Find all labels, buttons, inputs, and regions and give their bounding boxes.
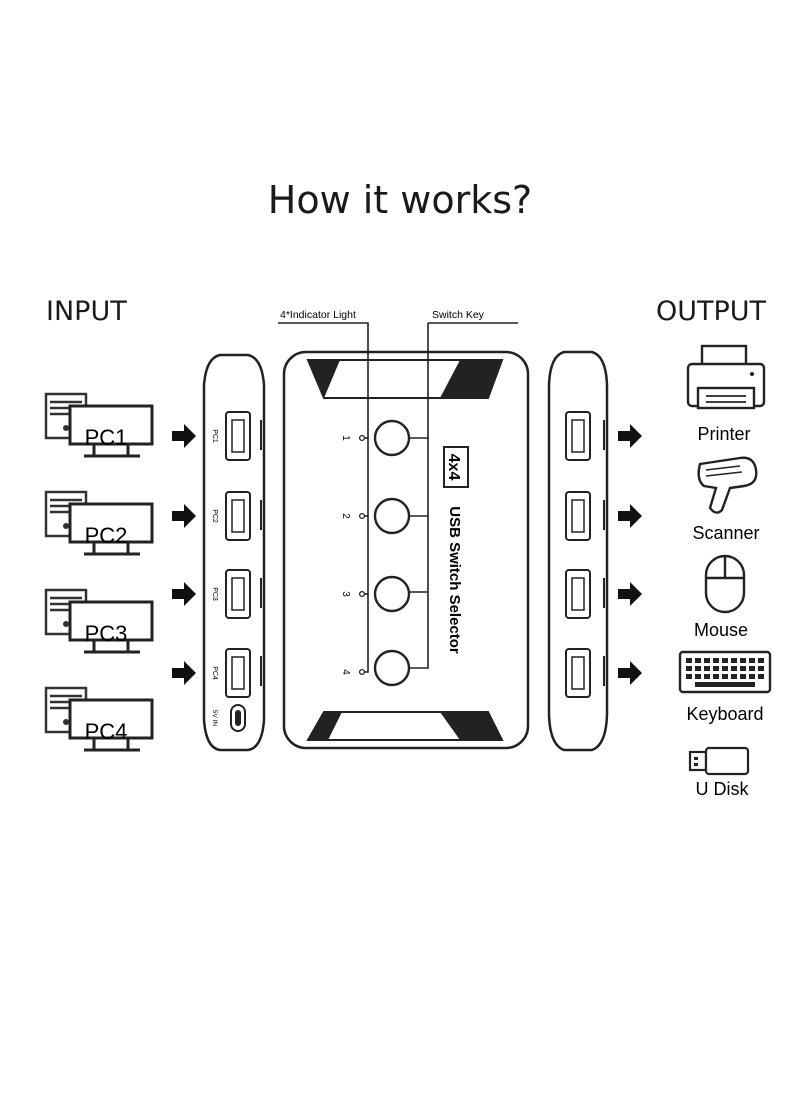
switch-key (373, 649, 411, 687)
arrow-right-icon (618, 424, 642, 448)
power-port (230, 704, 246, 732)
usb-port-out-1 (565, 411, 591, 461)
switch-key-callout: Switch Key (432, 309, 485, 321)
output-label-printer: Printer (697, 424, 750, 444)
output-heading: OUTPUT (656, 296, 767, 327)
switch-key (373, 497, 411, 535)
indicator-light (358, 434, 366, 442)
pc-label: PC2 (85, 523, 128, 548)
port-label: PC1 (211, 429, 218, 443)
port-label: PC2 (211, 509, 218, 523)
arrow-right-icon (172, 661, 196, 685)
arrow-right-icon (172, 504, 196, 528)
port-label: PC3 (211, 587, 218, 601)
pc-1: PC1 (44, 392, 154, 458)
input-heading: INPUT (46, 296, 127, 327)
keyboard-icon (678, 650, 772, 694)
usb-port-pc1 (225, 411, 251, 461)
output-label-u-disk: U Disk (696, 779, 750, 799)
power-label: 5V IN (211, 710, 218, 727)
input-side-panel: PC1 PC2 PC3 PC4 5V IN (202, 353, 266, 752)
arrow-right-icon (618, 582, 642, 606)
arrow-right-icon (172, 582, 196, 606)
pc-label: PC3 (85, 621, 128, 646)
output-label-mouse: Mouse (694, 620, 748, 640)
printer-icon (686, 344, 766, 410)
usb-port-pc4 (225, 648, 251, 698)
mouse-icon (704, 554, 746, 614)
usb-port-out-2 (565, 491, 591, 541)
channel-number: 2 (340, 513, 351, 519)
indicator-light (358, 512, 366, 520)
indicator-light-callout: 4*Indicator Light (280, 309, 356, 321)
pc-label: PC4 (85, 719, 128, 744)
pc-2: PC2 (44, 490, 154, 556)
usb-port-out-3 (565, 569, 591, 619)
channel-number: 4 (340, 669, 351, 675)
output-side-panel (547, 350, 609, 752)
channel-2: 2 (340, 497, 411, 535)
channel-3: 3 (340, 575, 411, 613)
output-label-keyboard: Keyboard (686, 704, 763, 724)
switch-key (373, 575, 411, 613)
pc-3: PC3 (44, 588, 154, 654)
callout-lines (278, 322, 518, 673)
arrow-right-icon (618, 661, 642, 685)
arrow-right-icon (618, 504, 642, 528)
usb-port-pc2 (225, 491, 251, 541)
output-label-scanner: Scanner (692, 523, 759, 543)
model-badge: 4x4 (443, 446, 469, 488)
channel-4: 4 (340, 649, 411, 687)
model-badge-text: 4x4 (445, 454, 462, 481)
port-label: PC4 (211, 666, 218, 680)
indicator-light (358, 668, 366, 676)
channel-number: 3 (340, 591, 351, 597)
arrow-right-icon (172, 424, 196, 448)
switch-body (282, 350, 530, 750)
device-name: USB Switch Selector (446, 506, 463, 654)
channel-number: 1 (340, 435, 351, 441)
channel-1: 1 (340, 419, 411, 457)
usb-port-pc3 (225, 569, 251, 619)
usb-disk-icon (688, 746, 750, 776)
indicator-light (358, 590, 366, 598)
usb-port-out-4 (565, 648, 591, 698)
scanner-icon (697, 456, 758, 514)
page-title: How it works? (267, 178, 533, 222)
pc-label: PC1 (85, 425, 128, 450)
pc-4: PC4 (44, 686, 154, 752)
switch-key (373, 419, 411, 457)
